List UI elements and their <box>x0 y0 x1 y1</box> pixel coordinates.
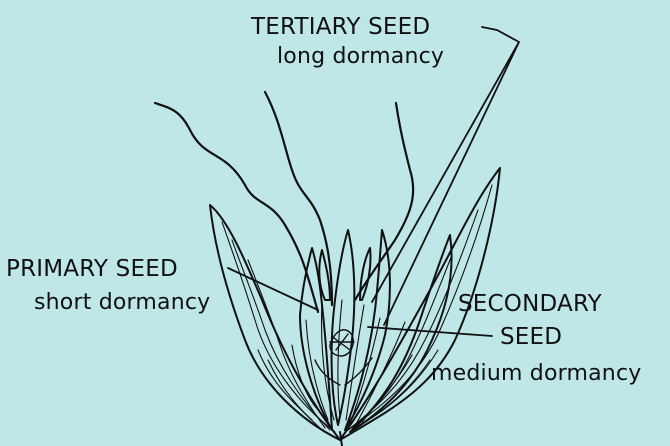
tertiary-seed-label: TERTIARY SEED <box>251 16 430 39</box>
seed-cluster <box>315 330 372 385</box>
awn-left <box>155 103 318 312</box>
awn-right <box>355 103 413 300</box>
awn-middle <box>265 92 332 305</box>
primary-dormancy-label: short dormancy <box>34 292 210 314</box>
tertiary-dormancy-label: long dormancy <box>277 46 444 68</box>
stem <box>340 432 342 446</box>
secondary-dormancy-label: medium dormancy <box>431 363 641 385</box>
secondary-seed-label-line1: SECONDARY <box>458 293 602 316</box>
tertiary-leader <box>372 27 519 325</box>
inner-floret-small-2 <box>360 248 371 300</box>
primary-seed-label: PRIMARY SEED <box>6 258 178 281</box>
primary-leader <box>228 268 318 310</box>
inner-floret-center <box>332 230 355 425</box>
spikelet-body <box>210 168 500 446</box>
secondary-seed-label-line2: SEED <box>500 326 562 349</box>
leader-lines <box>228 27 519 336</box>
awns <box>155 92 413 312</box>
